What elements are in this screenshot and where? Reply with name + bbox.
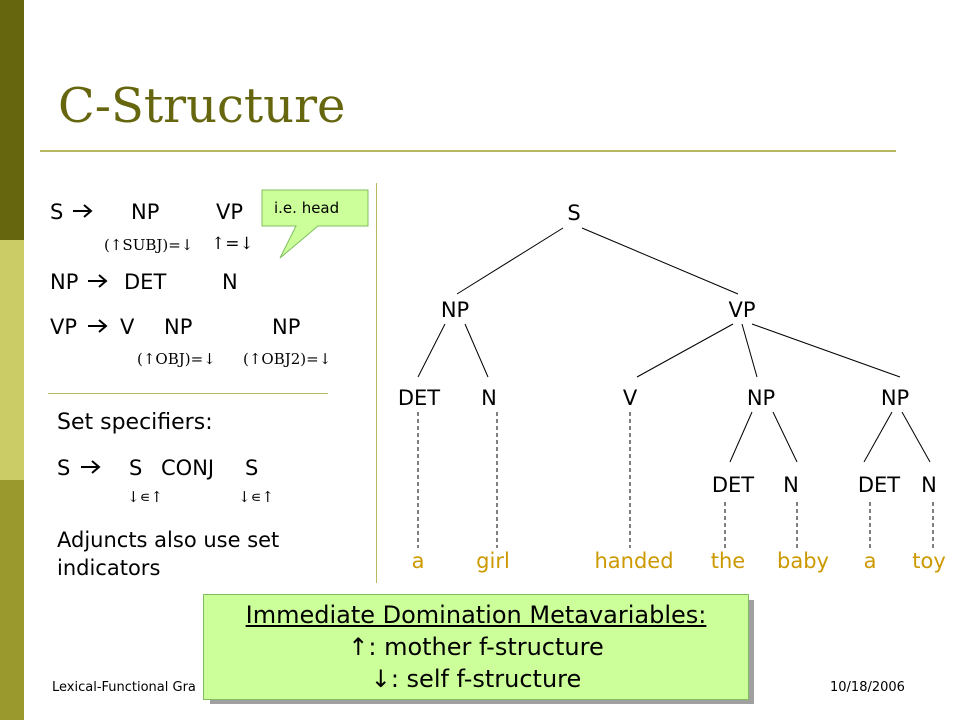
edge-np-n xyxy=(464,323,489,378)
horizontal-divider xyxy=(48,393,328,394)
edge-np-det xyxy=(417,323,446,378)
vertical-divider xyxy=(376,183,377,583)
word-baby: baby xyxy=(777,549,829,573)
rule-1-lhs: S xyxy=(50,200,64,224)
rule-3-annotation-obj2: (↑OBJ2)=↓ xyxy=(243,350,332,368)
set-rule-annotation-1: ↓∊↑ xyxy=(127,488,163,506)
metavariables-up: ↑: mother f-structure xyxy=(348,633,604,661)
arrow-icon xyxy=(87,315,109,340)
node-s: S xyxy=(567,201,580,225)
rule-3-rhs-np-1: NP xyxy=(164,315,193,339)
node-det-obj: DET xyxy=(712,473,754,497)
edge-np2-det xyxy=(863,411,893,463)
rule-2-rhs-n: N xyxy=(222,270,238,294)
word-the: the xyxy=(711,549,745,573)
edge-vp-v xyxy=(636,323,734,378)
metavariables-down: ↓: self f-structure xyxy=(370,665,582,693)
rule-1-annotation-head: ↑=↓ xyxy=(211,234,254,254)
word-a-2: a xyxy=(864,549,877,573)
adjuncts-note-line-2: indicators xyxy=(57,556,161,580)
word-toy: toy xyxy=(912,549,946,573)
head-callout-label: i.e. head xyxy=(274,199,340,217)
arrow-icon xyxy=(80,456,102,481)
edge-vp-np1 xyxy=(741,323,758,378)
node-det-obj2: DET xyxy=(858,473,900,497)
metavariables-box: Immediate Domination Metavariables: ↑: m… xyxy=(203,594,749,700)
edge-np1-n xyxy=(772,411,798,463)
set-rule-annotation-2: ↓∊↑ xyxy=(238,488,274,506)
node-n-obj: N xyxy=(783,473,799,497)
rule-3-rhs-np-2: NP xyxy=(272,315,301,339)
set-rule-lhs: S xyxy=(57,456,71,480)
node-np-subj: NP xyxy=(441,298,469,322)
node-vp: VP xyxy=(728,298,755,322)
adjuncts-note-line-1: Adjuncts also use set xyxy=(57,528,280,552)
set-rule-rhs-s-2: S xyxy=(245,456,259,480)
node-np-obj2: NP xyxy=(881,386,909,410)
edge-np1-det xyxy=(729,411,753,463)
edge-np2-n xyxy=(901,411,931,463)
edge-vp-np2 xyxy=(751,323,901,378)
rule-2-lhs: NP xyxy=(50,270,79,294)
edge-s-np xyxy=(456,227,564,295)
node-det: DET xyxy=(398,386,440,410)
slide-title: C-Structure xyxy=(58,78,346,134)
rule-1-annotation-subj: (↑SUBJ)=↓ xyxy=(104,236,194,254)
rule-1-rhs-vp: VP xyxy=(216,200,244,224)
node-np-obj: NP xyxy=(747,386,775,410)
rule-3-lhs: VP xyxy=(50,315,78,339)
node-n: N xyxy=(481,386,497,410)
rule-3-annotation-obj: (↑OBJ)=↓ xyxy=(137,350,216,368)
set-rule-rhs-s-1: S xyxy=(129,456,143,480)
node-n-obj2: N xyxy=(921,473,937,497)
set-specifiers-heading: Set specifiers: xyxy=(57,410,213,435)
metavariables-title: Immediate Domination Metavariables: xyxy=(245,601,707,629)
set-rule-rhs-conj: CONJ xyxy=(161,456,215,480)
sidebar-stripe-top xyxy=(0,0,24,240)
arrow-icon xyxy=(72,200,94,225)
sidebar-stripe-bottom xyxy=(0,480,24,720)
footer-date: 10/18/2006 xyxy=(830,680,905,695)
title-underline xyxy=(40,150,896,152)
node-v: V xyxy=(623,386,638,410)
word-a: a xyxy=(412,549,425,573)
word-handed: handed xyxy=(594,549,673,573)
arrow-icon xyxy=(87,270,109,295)
rule-3-rhs-v: V xyxy=(120,315,135,339)
footer-left: Lexical-Functional Gra xyxy=(52,680,196,695)
edge-s-vp xyxy=(581,227,739,295)
rule-2-rhs-det: DET xyxy=(124,270,167,294)
sidebar-stripe-middle xyxy=(0,240,24,480)
word-girl: girl xyxy=(476,549,510,573)
rule-1-rhs-np: NP xyxy=(131,200,160,224)
